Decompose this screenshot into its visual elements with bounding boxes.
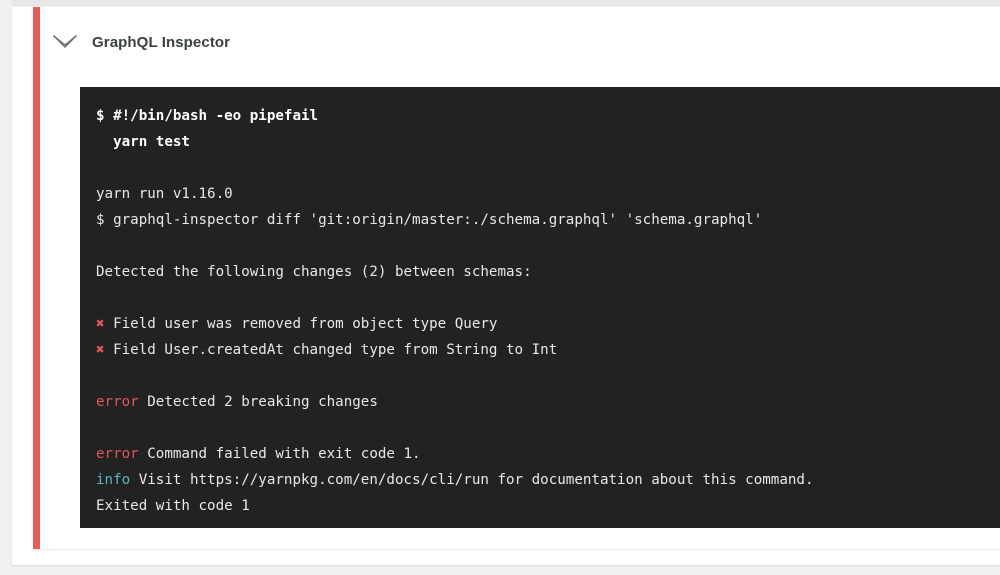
terminal-line: Detected the following changes (2) betwe… bbox=[96, 259, 1000, 285]
job-title: GraphQL Inspector bbox=[92, 33, 231, 51]
terminal-line bbox=[96, 233, 1000, 259]
job-header[interactable]: GraphQL Inspector bbox=[52, 22, 230, 62]
job-status-bar bbox=[33, 7, 40, 549]
terminal-line bbox=[96, 415, 1000, 441]
terminal-text: Field user was removed from object type … bbox=[104, 316, 498, 332]
terminal-text: error bbox=[96, 446, 139, 462]
terminal-text: yarn run v1.16.0 bbox=[96, 186, 233, 202]
card-divider bbox=[33, 549, 1000, 550]
terminal-text: $ graphql-inspector diff 'git:origin/mas… bbox=[96, 212, 763, 228]
chevron-down-icon[interactable] bbox=[52, 31, 78, 53]
terminal-line: ✖ Field user was removed from object typ… bbox=[96, 311, 1000, 337]
terminal-line: $ graphql-inspector diff 'git:origin/mas… bbox=[96, 207, 1000, 233]
terminal-text: Exited with code 1 bbox=[96, 498, 250, 514]
terminal-line: info Visit https://yarnpkg.com/en/docs/c… bbox=[96, 467, 1000, 493]
previous-section-sliver bbox=[12, 0, 1000, 6]
terminal-text: ✖ bbox=[96, 316, 105, 332]
terminal-text: Command failed with exit code 1. bbox=[138, 446, 421, 462]
terminal-line: ✖ Field User.createdAt changed type from… bbox=[96, 337, 1000, 363]
terminal-text: yarn test bbox=[96, 134, 190, 150]
terminal-line bbox=[96, 363, 1000, 389]
terminal-line bbox=[96, 155, 1000, 181]
job-log-card: GraphQL Inspector $ #!/bin/bash -eo pipe… bbox=[12, 7, 1000, 565]
terminal-text: error bbox=[96, 394, 139, 410]
terminal-text: Detected 2 breaking changes bbox=[138, 394, 378, 410]
terminal-text: Detected the following changes (2) betwe… bbox=[96, 264, 532, 280]
terminal-line: yarn test bbox=[96, 129, 1000, 155]
terminal-text: Field User.createdAt changed type from S… bbox=[104, 342, 558, 358]
terminal-line: error Command failed with exit code 1. bbox=[96, 441, 1000, 467]
terminal-line: Exited with code 1 bbox=[96, 493, 1000, 519]
terminal-lines: $ #!/bin/bash -eo pipefail yarn test yarn… bbox=[80, 87, 1000, 519]
terminal-line: error Detected 2 breaking changes bbox=[96, 389, 1000, 415]
terminal-line bbox=[96, 285, 1000, 311]
terminal-text: Visit https://yarnpkg.com/en/docs/cli/ru… bbox=[130, 472, 814, 488]
terminal-output[interactable]: $ #!/bin/bash -eo pipefail yarn test yarn… bbox=[80, 87, 1000, 528]
terminal-text: info bbox=[96, 472, 131, 488]
terminal-text: $ #!/bin/bash -eo pipefail bbox=[96, 108, 319, 124]
terminal-text: ✖ bbox=[96, 342, 105, 358]
terminal-line: yarn run v1.16.0 bbox=[96, 181, 1000, 207]
terminal-line: $ #!/bin/bash -eo pipefail bbox=[96, 103, 1000, 129]
